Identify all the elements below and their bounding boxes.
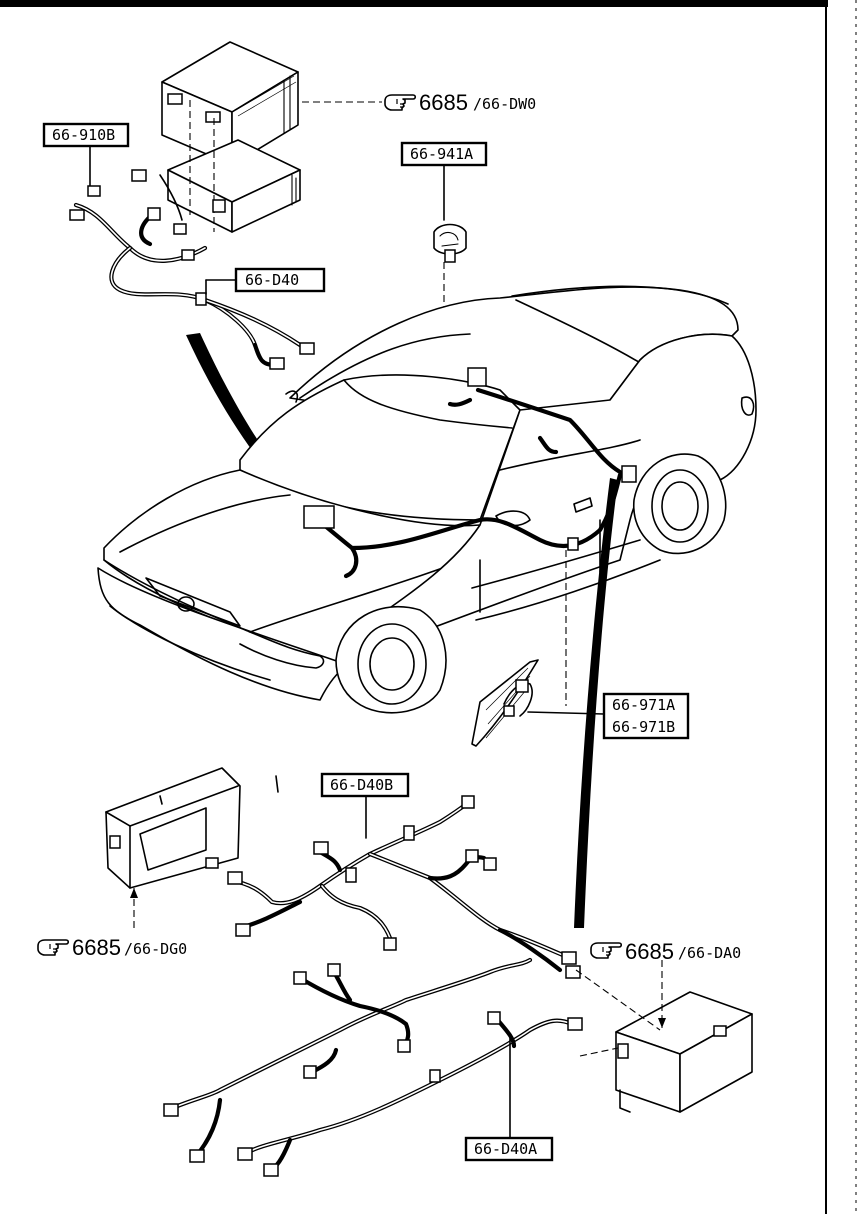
ref-da0-code: /66-DA0 — [678, 944, 741, 962]
top-border-bar — [0, 0, 828, 7]
ref-dg0-number: 6685 — [72, 935, 121, 960]
label-66-971A-971B: 66-971A 66-971B — [602, 692, 690, 740]
label-66-971B: 66-971B — [612, 718, 675, 736]
module-da0 — [615, 991, 753, 1113]
module-dg0 — [105, 767, 279, 889]
ref-da0-number: 6685 — [625, 939, 674, 964]
ref-da0-pointer — [590, 942, 623, 959]
svg-text:66-D40A: 66-D40A — [474, 1140, 537, 1158]
car-body — [97, 285, 757, 714]
label-66-941A: 66-941A — [400, 141, 488, 167]
harness-66-D40B — [227, 795, 581, 979]
ref-dg0-pointer — [37, 939, 70, 956]
ref-dw0-code: /66-DW0 — [473, 95, 536, 113]
svg-text:66-D40: 66-D40 — [245, 271, 299, 289]
harness-66-D40A — [163, 957, 583, 1177]
harness-routing-arrow-right — [574, 478, 618, 928]
part-66-971 — [471, 659, 539, 747]
label-66-910B: 66-910B — [42, 122, 130, 148]
relay-66-941A — [433, 223, 467, 263]
label-66-D40: 66-D40 — [234, 267, 326, 293]
harness-66-910B — [69, 169, 315, 370]
harness-routing-arrow-left — [186, 333, 318, 524]
label-66-971A: 66-971A — [612, 696, 675, 714]
svg-text:66-910B: 66-910B — [52, 126, 115, 144]
label-66-D40A: 66-D40A — [464, 1136, 554, 1162]
ref-dw0-pointer — [302, 94, 417, 111]
svg-text:66-941A: 66-941A — [410, 145, 473, 163]
svg-text:66-D40B: 66-D40B — [330, 776, 393, 794]
ref-dg0-code: /66-DG0 — [124, 940, 187, 958]
label-66-D40B: 66-D40B — [320, 772, 410, 798]
control-unit-dw0 — [161, 41, 301, 233]
ref-dw0-number: 6685 — [419, 90, 468, 115]
